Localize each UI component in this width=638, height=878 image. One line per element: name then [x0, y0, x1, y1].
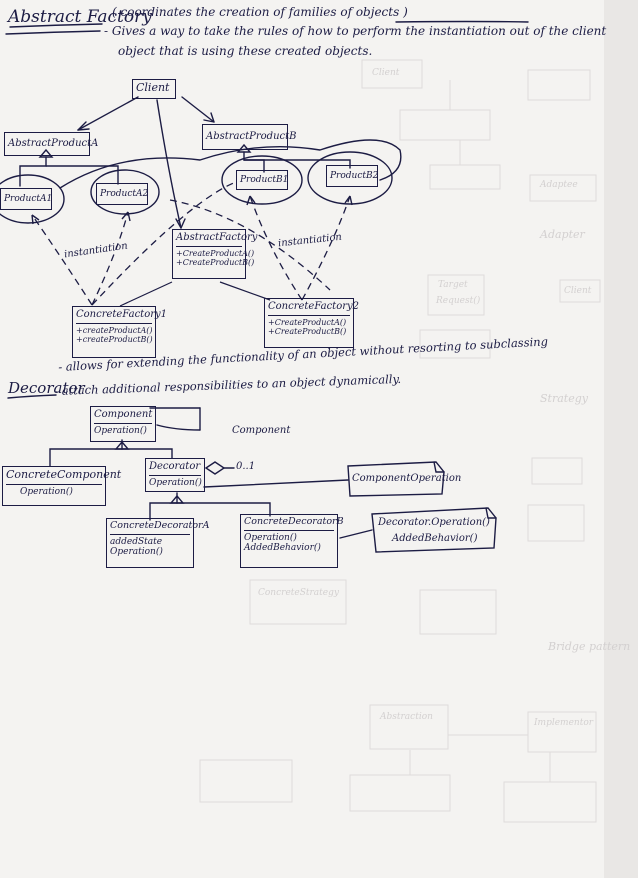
abstract-factory-op-1: +CreateProductA() — [176, 248, 255, 258]
concrete-factory-2-box: ConcreteFactory2 +CreateProductA() +Crea… — [264, 298, 359, 348]
decorator-heading: Decorator — [8, 379, 85, 397]
factory-inheritance-lines — [119, 281, 271, 307]
concrete-factory-2-op-1: +CreateProductA() — [268, 317, 347, 327]
concrete-factory-1-name: ConcreteFactory1 — [76, 309, 167, 324]
concrete-factory-1-op-1: +createProductA() — [76, 325, 153, 335]
client-label: Client — [136, 81, 170, 94]
concrete-decorator-b-name: ConcreteDecoratorB — [244, 516, 344, 531]
abstract-factory-op-2: +CreateProductB() — [176, 257, 255, 267]
component-operation-note: ComponentOperation — [352, 473, 462, 484]
instantiation-arrowheads — [31, 195, 353, 225]
product-b1-label: ProductB1 — [240, 175, 289, 185]
product-b2-label: ProductB2 — [330, 171, 379, 181]
abstract-factory-subheading: ( coordinates the creation of families o… — [112, 5, 408, 19]
product-b2-box: ProductB2 — [326, 165, 378, 187]
abstract-product-a-box: AbstractProductA — [4, 132, 98, 156]
concrete-decorator-b-box: ConcreteDecoratorB Operation() AddedBeha… — [240, 514, 344, 568]
decorator-connectors — [7, 394, 497, 553]
abstract-factory-desc-line2: object that is using these created objec… — [118, 44, 373, 58]
decorator-box: Decorator Operation() — [145, 458, 205, 492]
abstract-product-b-label: AbstractProductB — [206, 131, 297, 142]
multiplicity-label: 0..1 — [236, 461, 256, 472]
ghost-client-a: Client — [372, 68, 400, 78]
ghost-request: Request() — [436, 296, 481, 306]
component-box: Component Operation() — [90, 406, 156, 442]
product-a2-label: ProductA2 — [100, 189, 149, 199]
ghost-adaptee: Adaptee — [540, 180, 578, 190]
instantiation-dashed-lines — [31, 181, 351, 306]
concrete-component-op: Operation() — [20, 486, 73, 497]
ghost-adapter-heading: Adapter — [540, 228, 585, 241]
abstract-product-b-box: AbstractProductB — [202, 124, 296, 150]
abstract-factory-box: AbstractFactory +CreateProductA() +Creat… — [172, 229, 257, 279]
ghost-abstraction: Abstraction — [380, 712, 433, 722]
product-a1-label: ProductA1 — [4, 194, 53, 204]
ghost-strategy-heading: Strategy — [540, 392, 588, 405]
ghost-bridge-heading: Bridge pattern — [548, 640, 631, 653]
client-box: Client — [132, 79, 176, 99]
concrete-decorator-a-op-1: addedState — [110, 536, 163, 547]
product-b1-box: ProductB1 — [236, 170, 288, 190]
concrete-decorator-b-op-2: AddedBehavior() — [244, 543, 321, 554]
ghost-concrete-strategy: ConcreteStrategy — [258, 588, 339, 598]
concrete-decorator-a-op-2: Operation() — [110, 547, 163, 558]
bleed-through-shapes — [199, 59, 601, 823]
concrete-decorator-a-name: ConcreteDecoratorA — [110, 520, 209, 535]
concrete-component-name: ConcreteComponent — [6, 468, 121, 485]
decorator-operation-note-line1: Decorator.Operation() — [378, 517, 490, 528]
product-a2-box: ProductA2 — [96, 183, 148, 205]
ghost-implementor: Implementor — [534, 718, 594, 728]
abstract-factory-box-name: AbstractFactory — [176, 232, 257, 247]
component-op: Operation() — [94, 425, 147, 436]
abstract-product-a-label: AbstractProductA — [8, 138, 99, 149]
abstract-factory-desc-line1: - Gives a way to take the rules of how t… — [104, 24, 607, 38]
concrete-factory-1-op-2: +createProductB() — [76, 334, 153, 344]
concrete-factory-1-box: ConcreteFactory1 +createProductA() +crea… — [72, 306, 167, 358]
product-a1-box: ProductA1 — [0, 188, 52, 210]
decorator-operation-note-line2: AddedBehavior() — [392, 533, 478, 544]
concrete-factory-2-op-2: +CreateProductB() — [268, 326, 347, 336]
decorator-name: Decorator — [149, 461, 201, 476]
concrete-decorator-a-box: ConcreteDecoratorA addedState Operation(… — [106, 518, 209, 568]
component-association-label: Component — [232, 425, 291, 436]
component-name: Component — [94, 409, 152, 424]
concrete-component-box: ConcreteComponent Operation() — [2, 466, 121, 506]
ghost-client-b: Client — [564, 286, 592, 296]
concrete-factory-2-name: ConcreteFactory2 — [268, 301, 359, 316]
decorator-op: Operation() — [149, 477, 202, 488]
concrete-decorator-b-op-1: Operation() — [244, 532, 297, 543]
abstract-factory-heading: Abstract Factory — [8, 7, 152, 27]
ghost-target: Target — [438, 280, 468, 290]
